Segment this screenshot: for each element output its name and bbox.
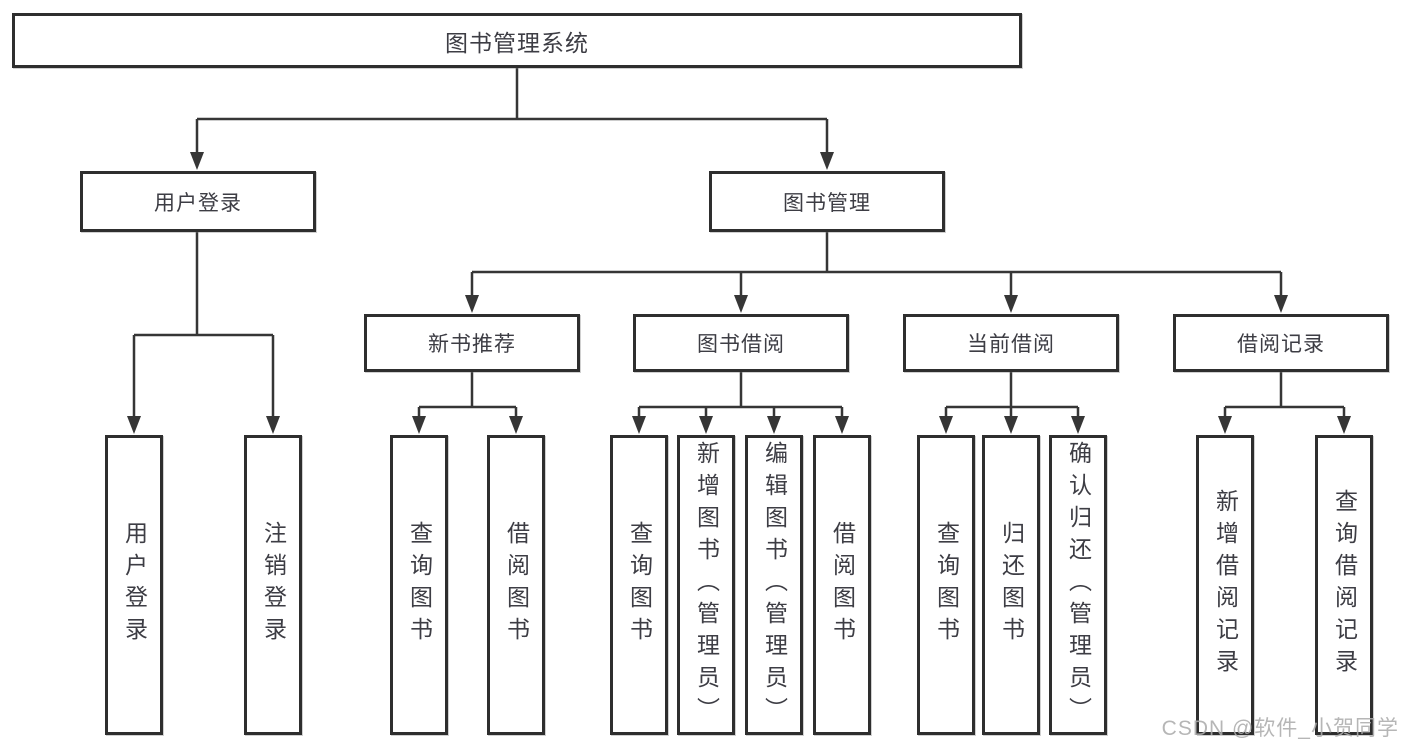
arrowheads <box>127 152 1351 434</box>
connector-newbook-to-leaves <box>417 372 518 418</box>
node-library-system: 图书管理系统 <box>12 13 1022 68</box>
connector-bookborrow-to-leaves <box>637 372 844 418</box>
leaf-borrow-query-books: 查询图书 <box>610 435 668 735</box>
leaf-current-confirm-return-admin: 确认归还（管理员） <box>1049 435 1107 735</box>
connector-borrowrecord-to-leaves <box>1223 372 1346 418</box>
node-borrow-records: 借阅记录 <box>1173 314 1389 372</box>
leaf-borrow-edit-books-admin: 编辑图书（管理员） <box>745 435 803 735</box>
leaf-borrow-add-books-admin: 新增图书（管理员） <box>677 435 735 735</box>
node-book-management: 图书管理 <box>709 171 945 232</box>
leaf-user-login: 用户登录 <box>105 435 163 735</box>
node-user-login: 用户登录 <box>80 171 316 232</box>
connector-bookmgmt-to-level3 <box>470 232 1283 297</box>
node-new-book-recommend: 新书推荐 <box>364 314 580 372</box>
leaf-newbook-borrow-books: 借阅图书 <box>487 435 545 735</box>
connector-userlogin-to-leaves <box>132 232 275 418</box>
leaf-current-return-books: 归还图书 <box>982 435 1040 735</box>
leaf-records-add-record: 新增借阅记录 <box>1196 435 1254 735</box>
leaf-newbook-query-books: 查询图书 <box>390 435 448 735</box>
node-current-borrow: 当前借阅 <box>903 314 1119 372</box>
connector-root-to-level2 <box>195 68 829 154</box>
leaf-borrow-borrow-books: 借阅图书 <box>813 435 871 735</box>
leaf-current-query-books: 查询图书 <box>917 435 975 735</box>
node-book-borrow: 图书借阅 <box>633 314 849 372</box>
leaf-records-query-record: 查询借阅记录 <box>1315 435 1373 735</box>
leaf-logout: 注销登录 <box>244 435 302 735</box>
connector-currentborrow-to-leaves <box>944 372 1080 418</box>
watermark: CSDN @软件_小贺同学 <box>1161 717 1399 740</box>
